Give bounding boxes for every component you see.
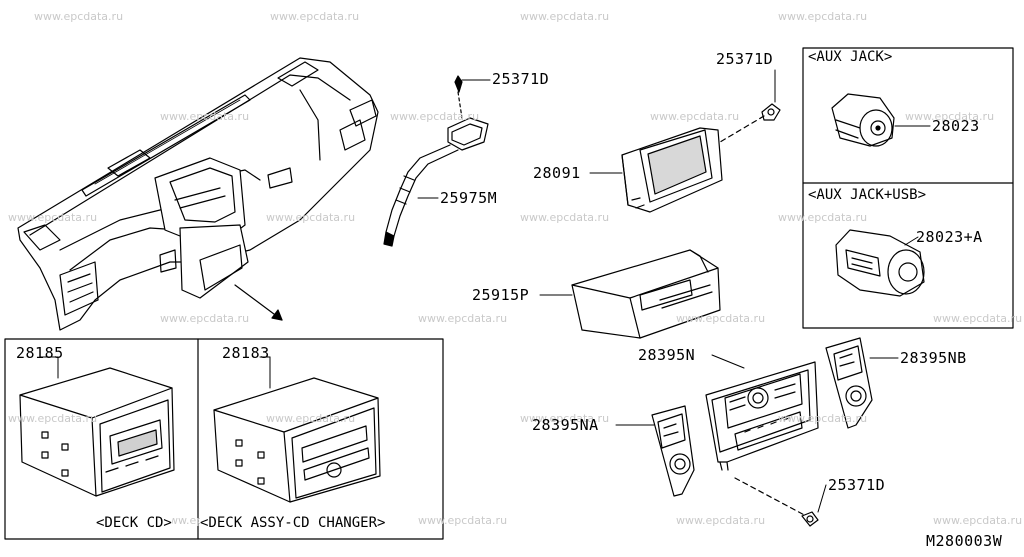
aux-jack-label: <AUX JACK> (808, 49, 893, 65)
callout-25371d[interactable]: 25371D (492, 70, 550, 88)
watermark: www.epcdata.ru (933, 312, 1023, 325)
watermark: www.epcdata.ru (650, 110, 740, 123)
callout-25915p[interactable]: 25915P (472, 286, 530, 304)
watermark: www.epcdata.ru (933, 514, 1023, 527)
diagram-code: M280003W (926, 532, 1003, 550)
callout-28023a[interactable]: 28023+A (916, 228, 983, 246)
display-unit-illustration (621, 127, 723, 213)
callout-28185[interactable]: 28185 (16, 344, 64, 362)
callout-25371d[interactable]: 25371D (828, 476, 886, 494)
watermark: www.epcdata.ru (8, 211, 98, 224)
callout-28395nb[interactable]: 28395NB (900, 349, 967, 367)
watermark: www.epcdata.ru (8, 412, 98, 425)
deck-changer-illustration (213, 377, 381, 503)
deck-cd-illustration (19, 367, 175, 497)
watermark: www.epcdata.ru (520, 10, 610, 23)
watermark: www.epcdata.ru (34, 10, 124, 23)
watermark: www.epcdata.ru (266, 211, 356, 224)
deck-changer-label: <DECK ASSY-CD CHANGER> (200, 515, 386, 531)
screw-bottom-illustration (734, 477, 819, 527)
watermark: www.epcdata.ru (270, 10, 360, 23)
callout-25975m[interactable]: 25975M (440, 189, 498, 207)
watermark: www.epcdata.ru (160, 312, 250, 325)
watermark: www.epcdata.ru (418, 312, 508, 325)
switch-panel-na-illustration (651, 405, 695, 497)
microphone-cable-illustration (383, 75, 489, 247)
aux-jack-illustration (831, 93, 895, 147)
watermark: www.epcdata.ru (676, 312, 766, 325)
watermark: www.epcdata.ru (390, 110, 480, 123)
aux-jack-box (802, 47, 1014, 329)
watermark: www.epcdata.ru (520, 211, 610, 224)
watermark: www.epcdata.ru (520, 412, 610, 425)
watermark: www.epcdata.ru (160, 110, 250, 123)
leader-lines (39, 69, 931, 513)
watermark: www.epcdata.ru (778, 211, 868, 224)
instrument-panel-illustration (17, 57, 379, 331)
screw-illustration (714, 103, 781, 146)
aux-usb-jack-illustration (835, 229, 925, 297)
watermark: www.epcdata.ru (905, 110, 995, 123)
watermark: www.epcdata.ru (676, 514, 766, 527)
callout-28395na[interactable]: 28395NA (532, 416, 599, 434)
watermark: www.epcdata.ru (418, 514, 508, 527)
callout-28091[interactable]: 28091 (533, 164, 581, 182)
deck-box (4, 338, 444, 540)
callout-28023[interactable]: 28023 (932, 117, 980, 135)
watermark: www.epcdata.ru (778, 10, 868, 23)
aux-jack-usb-label: <AUX JACK+USB> (808, 187, 927, 203)
callout-25371d[interactable]: 25371D (716, 50, 774, 68)
callout-28183[interactable]: 28183 (222, 344, 270, 362)
callout-28395n[interactable]: 28395N (638, 346, 696, 364)
deck-cd-label: <DECK CD> (96, 515, 172, 531)
av-unit-illustration (571, 249, 721, 339)
switch-panel-nb-illustration (825, 337, 873, 429)
watermark: www.epcdata.ru (266, 412, 356, 425)
watermark: www.epcdata.ru (778, 412, 868, 425)
control-panel-illustration (705, 361, 819, 471)
